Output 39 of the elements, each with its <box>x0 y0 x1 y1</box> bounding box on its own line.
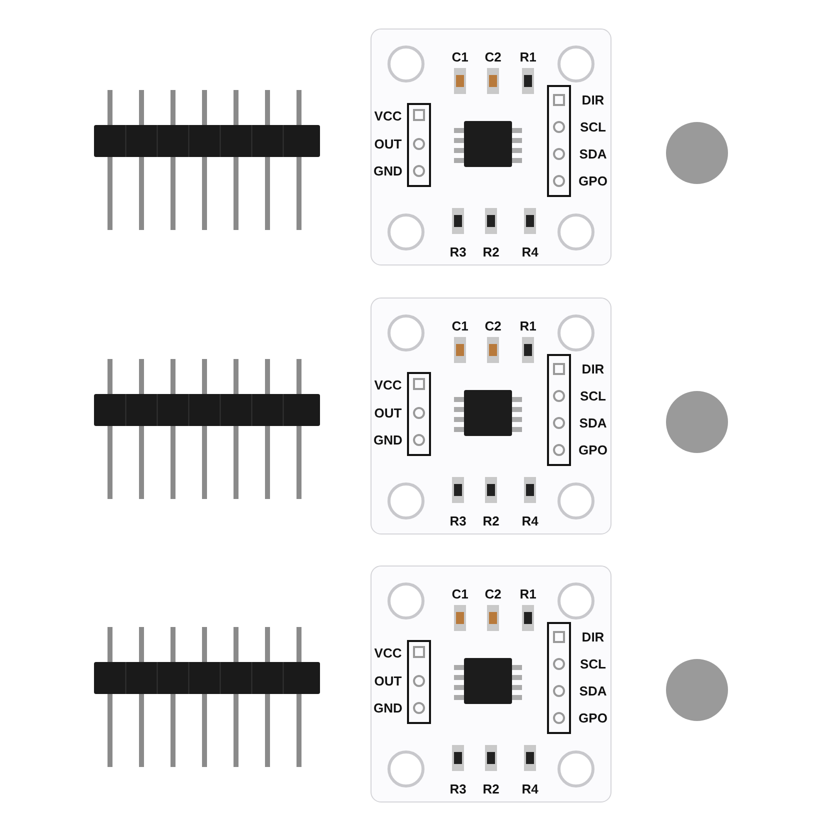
pin-label: GND <box>374 164 402 178</box>
pin-label: DIR <box>582 94 604 106</box>
pin-label: VCC <box>374 110 402 122</box>
pin-label: GPO <box>578 712 608 724</box>
pin-label: C1 <box>452 50 468 64</box>
pin-label: SCL <box>580 120 606 134</box>
pin-label: C2 <box>484 320 502 332</box>
pin-label: R3 <box>450 246 466 258</box>
pin-label: C2 <box>484 588 502 600</box>
pin-label: SDA <box>579 148 607 160</box>
pin-label: C2 <box>484 50 502 64</box>
pin-label: OUT <box>374 406 402 420</box>
pin-label: VCC <box>374 646 402 660</box>
pin-label: SDA <box>579 416 607 430</box>
pin-label: OUT <box>374 138 402 150</box>
pin-label: SCL <box>580 658 606 670</box>
pin-label: SDA <box>579 684 607 698</box>
pin-label: R4 <box>522 514 538 528</box>
pin-label: R1 <box>520 588 536 600</box>
pin-label: R1 <box>520 50 536 64</box>
pin-label: GND <box>374 702 402 714</box>
pin-label: GPO <box>578 174 608 188</box>
pin-label: C1 <box>452 320 468 332</box>
pin-label: R2 <box>482 782 500 796</box>
pin-label: R3 <box>450 782 466 796</box>
pin-label: VCC <box>374 378 402 392</box>
pin-label: GPO <box>578 444 608 456</box>
pin-label: R2 <box>482 246 500 258</box>
pin-label: R4 <box>522 246 538 258</box>
pin-label: DIR <box>582 362 604 376</box>
pin-label: R2 <box>482 514 500 528</box>
pin-label: GND <box>374 434 402 446</box>
pin-label: DIR <box>582 630 604 644</box>
pin-label: OUT <box>374 674 402 688</box>
pin-label: R3 <box>450 514 466 528</box>
pin-label: R4 <box>522 782 538 796</box>
pin-label: R1 <box>520 320 536 332</box>
pin-label: SCL <box>580 390 606 402</box>
pin-label: C1 <box>452 588 468 600</box>
